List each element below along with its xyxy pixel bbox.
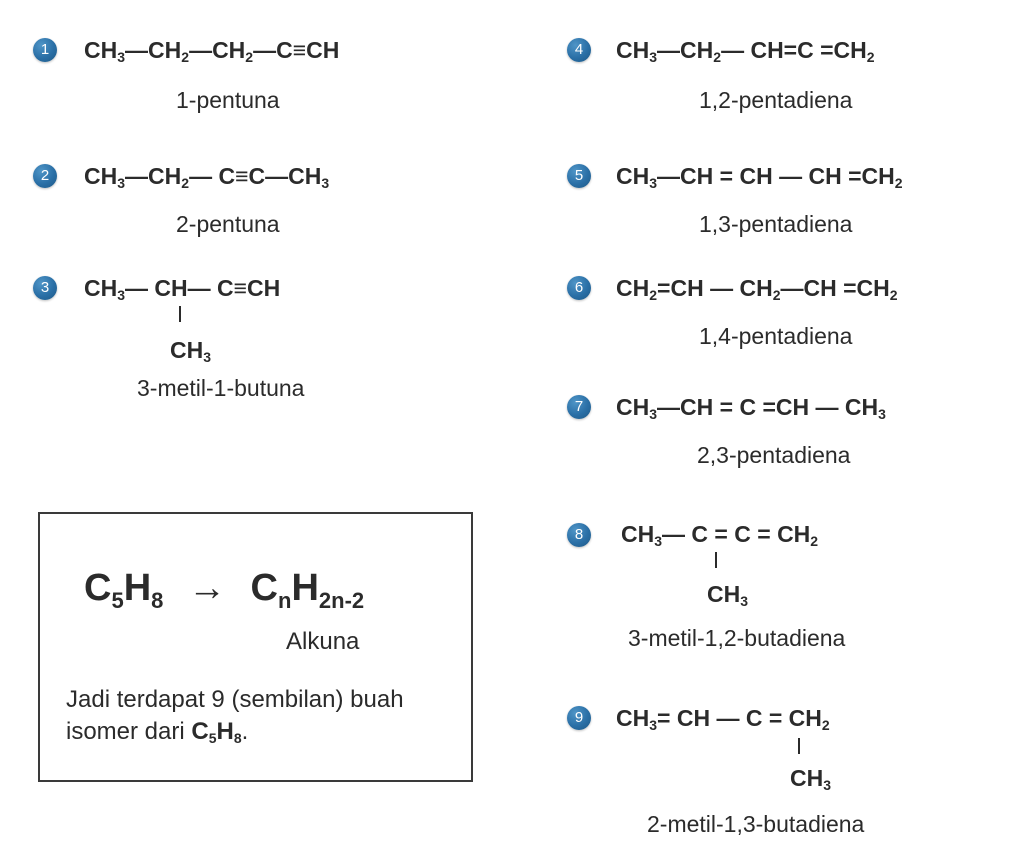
badge-number: 1 [40, 41, 50, 58]
badge-number: 6 [574, 279, 584, 296]
isomer-9-branch-bond [798, 738, 800, 754]
isomer-5-name: 1,3-pentadiena [699, 211, 853, 237]
badge-number: 7 [574, 398, 584, 415]
conclusion-line-2: isomer dari C5H8. [66, 718, 249, 746]
isomer-3-name: 3-metil-1-butuna [137, 375, 305, 401]
number-badge-1: 1 [33, 38, 57, 62]
summary-box: C5H8 → CnH2n-2 Alkuna Jadi terdapat 9 (s… [38, 512, 473, 782]
badge-number: 5 [574, 167, 584, 184]
arrow-right-icon: → [187, 567, 226, 609]
isomer-9-branch: CH3 [790, 765, 832, 793]
badge-number: 4 [574, 41, 584, 58]
conclusion-text: Jadi terdapat 9 (sembilan) buah isomer d… [66, 684, 404, 748]
isomer-5-formula: CH3—CH = CH — CH =CH2 [616, 163, 903, 191]
number-badge-2: 2 [33, 164, 57, 188]
formula-c5h8: C5H8 [84, 567, 164, 613]
number-badge-4: 4 [567, 38, 591, 62]
isomer-9-name: 2-metil-1,3-butadiena [647, 811, 865, 837]
isomer-9-formula: CH3= CH — C = CH2 [616, 705, 830, 733]
formula-cnh2n-2: CnH2n-2 [250, 567, 365, 613]
number-badge-9: 9 [567, 706, 591, 730]
general-formula: C5H8 → CnH2n-2 [84, 566, 365, 613]
isomer-8-name: 3-metil-1,2-butadiena [628, 625, 846, 651]
isomer-3-branch: CH3 [170, 337, 212, 365]
isomer-2-name: 2-pentuna [176, 211, 280, 237]
isomer-8-branch: CH3 [707, 581, 749, 609]
isomer-3-branch-bond [179, 306, 181, 322]
isomer-2-formula: CH3—CH2— C≡C—CH3 [84, 163, 330, 191]
badge-number: 9 [574, 709, 584, 726]
isomer-1-formula: CH3—CH2—CH2—C≡CH [84, 37, 340, 65]
conclusion-formula: C5H8 [191, 718, 242, 746]
number-badge-6: 6 [567, 276, 591, 300]
isomer-8-formula: CH3— C = C = CH2 [621, 521, 819, 549]
isomer-7-formula: CH3—CH = C =CH — CH3 [616, 394, 886, 422]
number-badge-8: 8 [567, 523, 591, 547]
isomer-4-formula: CH3—CH2— CH=C =CH2 [616, 37, 875, 65]
badge-number: 3 [40, 279, 50, 296]
isomer-8-branch-bond [715, 552, 717, 568]
isomer-6-name: 1,4-pentadiena [699, 323, 853, 349]
badge-number: 2 [40, 167, 50, 184]
isomer-3-formula: CH3— CH— C≡CH [84, 275, 281, 303]
isomer-6-formula: CH2=CH — CH2—CH =CH2 [616, 275, 898, 303]
conclusion-line-1: Jadi terdapat 9 (sembilan) buah [66, 686, 404, 713]
number-badge-3: 3 [33, 276, 57, 300]
number-badge-7: 7 [567, 395, 591, 419]
isomer-1-name: 1-pentuna [176, 87, 280, 113]
number-badge-5: 5 [567, 164, 591, 188]
badge-number: 8 [574, 526, 584, 543]
formula-label: Alkuna [286, 628, 360, 655]
isomer-4-name: 1,2-pentadiena [699, 87, 853, 113]
isomer-7-name: 2,3-pentadiena [697, 442, 851, 468]
